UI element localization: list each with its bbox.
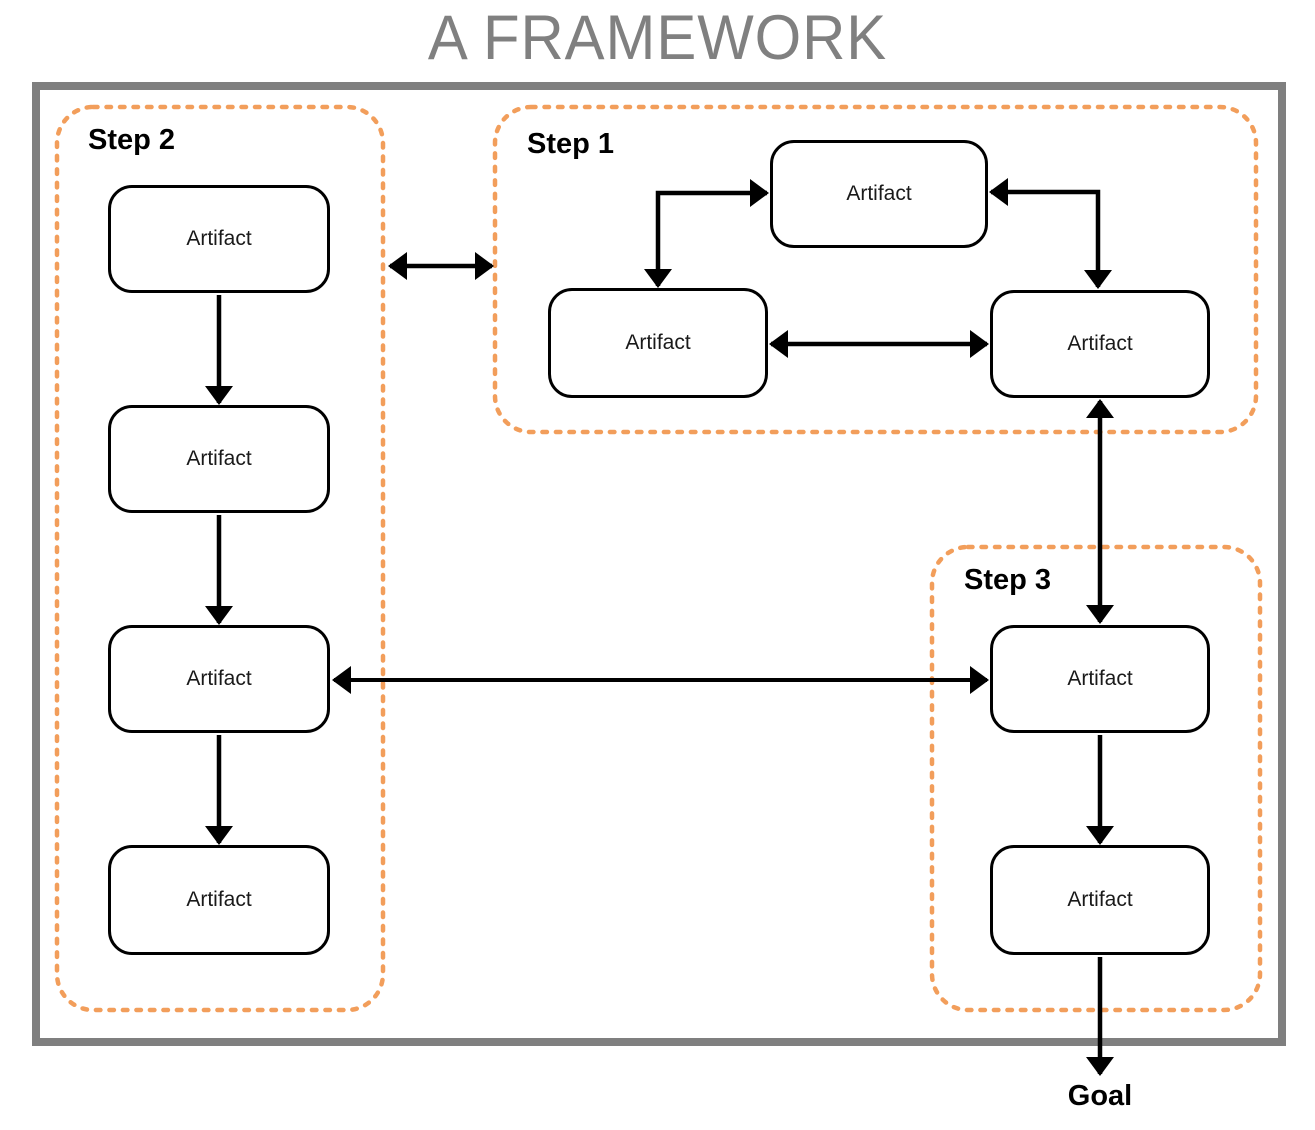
goal-label: Goal (1067, 1080, 1133, 1112)
step-3-label: Step 3 (964, 564, 1052, 596)
step-2-artifact-1: Artifact (108, 185, 330, 293)
step-3-artifact-2: Artifact (990, 845, 1210, 955)
step-2-artifact-2: Artifact (108, 405, 330, 513)
step-1-label: Step 1 (527, 128, 615, 160)
step-1-artifact-3: Artifact (990, 290, 1210, 398)
step-3-artifact-1: Artifact (990, 625, 1210, 733)
step-1-artifact-1: Artifact (770, 140, 988, 248)
step-2-label: Step 2 (88, 124, 176, 156)
diagram-title: A FRAMEWORK (427, 3, 888, 73)
step-2-artifact-3: Artifact (108, 625, 330, 733)
step-1-artifact-2: Artifact (548, 288, 768, 398)
outer-frame (32, 82, 1286, 1046)
step-2-artifact-4: Artifact (108, 845, 330, 955)
